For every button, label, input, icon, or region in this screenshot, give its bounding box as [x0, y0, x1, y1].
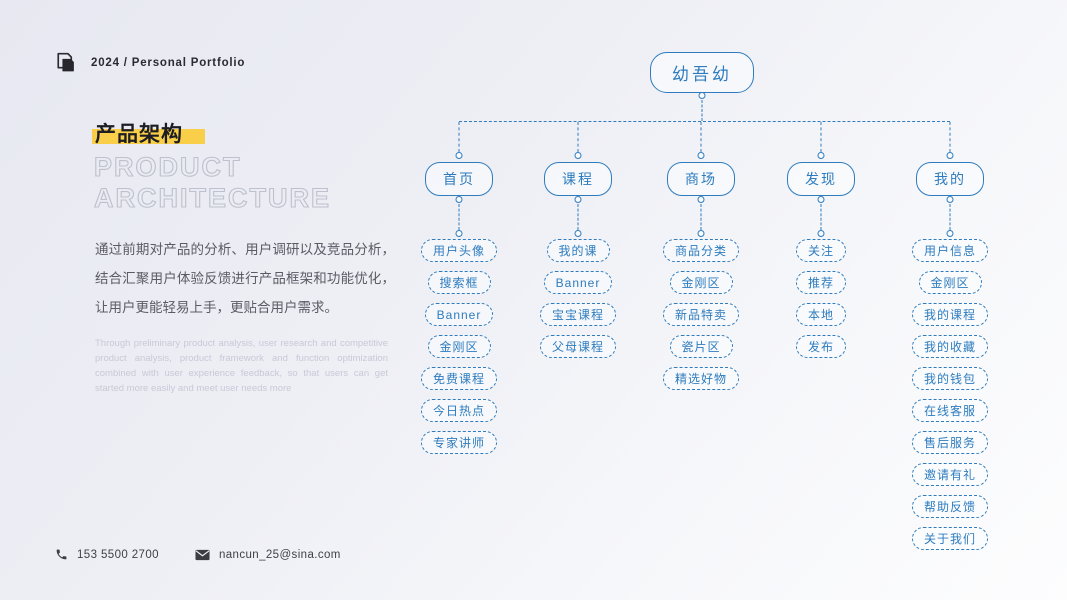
phone-number: 153 5500 2700 [77, 548, 159, 561]
pages-logo-icon [52, 50, 77, 75]
branch-drop-line [949, 122, 951, 152]
feature-pill: 关注 [795, 239, 847, 262]
root-node: 幼吾幼 [650, 52, 754, 93]
branch-children-1: 用户头像搜索框 Banner 金刚区免费课程今日热点专家讲师 [420, 239, 498, 454]
title-en-line1: PRODUCT [93, 151, 242, 182]
connector-dot [697, 230, 705, 237]
feature-pill: 金刚区 [669, 271, 733, 294]
feature-pill: 瓷片区 [669, 335, 733, 358]
feature-pill: 用户头像 [420, 239, 498, 262]
root-connector-line [701, 100, 703, 121]
branch-node-2: 课程 [544, 162, 612, 196]
branch-node-3: 商场 [667, 162, 735, 196]
title-highlight-bar [92, 129, 205, 144]
child-drop-line [820, 204, 822, 230]
feature-pill: 我的课程 [911, 303, 989, 326]
feature-pill: 金刚区 [918, 271, 982, 294]
branch-node-1: 首页 [425, 162, 493, 196]
connector-dot [697, 196, 705, 203]
feature-pill: 免费课程 [420, 367, 498, 390]
branch-children-2: 我的课 Banner 宝宝课程父母课程 [539, 239, 617, 358]
child-drop-line [577, 204, 579, 230]
feature-pill: 售后服务 [911, 431, 989, 454]
connector-dot [697, 152, 705, 159]
connector-dot [946, 152, 954, 159]
branch-drop-line [700, 122, 702, 152]
child-drop-line [700, 204, 702, 230]
connector-dot [455, 152, 463, 159]
section-title: 产品架构 [92, 118, 205, 148]
feature-pill: Banner [424, 303, 494, 326]
title-en-line2: ARCHITECTURE [93, 182, 331, 213]
brand-label: 2024 / Personal Portfolio [91, 56, 246, 69]
branch-children-4: 关注推荐本地发布 [795, 239, 847, 358]
phone-icon [55, 548, 68, 561]
email-address: nancun_25@sina.com [218, 548, 341, 561]
connector-dot [817, 196, 825, 203]
feature-pill: 专家讲师 [420, 431, 498, 454]
connector-dot [817, 230, 825, 237]
feature-pill: 我的钱包 [911, 367, 989, 390]
feature-pill: 本地 [795, 303, 847, 326]
feature-pill: 金刚区 [427, 335, 491, 358]
branch-drop-line [458, 122, 460, 152]
feature-pill: 帮助反馈 [911, 495, 989, 518]
child-drop-line [949, 204, 951, 230]
branch-children-5: 用户信息金刚区我的课程我的收藏我的钱包在线客服售后服务邀请有礼帮助反馈关于我们 [911, 239, 989, 550]
feature-pill: 搜索框 [427, 271, 491, 294]
feature-pill: 宝宝课程 [539, 303, 617, 326]
feature-pill: 父母课程 [539, 335, 617, 358]
connector-dot [946, 230, 954, 237]
feature-pill: 在线客服 [911, 399, 989, 422]
contact-footer: 153 5500 2700 nancun_25@sina.com [55, 548, 341, 561]
connector-dot [698, 92, 706, 99]
title-en: PRODUCT ARCHITECTURE [93, 151, 331, 214]
feature-pill: 我的收藏 [911, 335, 989, 358]
feature-pill: 商品分类 [662, 239, 740, 262]
feature-pill: 邀请有礼 [911, 463, 989, 486]
feature-pill: 我的课 [546, 239, 610, 262]
branch-node-4: 发现 [787, 162, 855, 196]
feature-pill: 用户信息 [911, 239, 989, 262]
brand: 2024 / Personal Portfolio [52, 50, 245, 75]
connector-dot [574, 230, 582, 237]
feature-pill: 关于我们 [911, 527, 989, 550]
branch-drop-line [577, 122, 579, 152]
connector-dot [946, 196, 954, 203]
feature-pill: 精选好物 [662, 367, 740, 390]
feature-pill: 发布 [795, 335, 847, 358]
branch-node-5: 我的 [916, 162, 984, 196]
feature-pill: Banner [543, 271, 613, 294]
child-drop-line [458, 204, 460, 230]
connector-dot [817, 152, 825, 159]
feature-pill: 新品特卖 [662, 303, 740, 326]
connector-dot [574, 152, 582, 159]
trunk-line [459, 121, 950, 122]
description-cn: 通过前期对产品的分析、用户调研以及竞品分析，结合汇聚用户体验反馈进行产品框架和功… [95, 242, 395, 315]
feature-pill: 推荐 [795, 271, 847, 294]
description-en: Through preliminary product analysis, us… [95, 338, 388, 394]
branch-drop-line [820, 122, 822, 152]
title-cn: 产品架构 [95, 123, 183, 146]
connector-dot [455, 230, 463, 237]
feature-pill: 今日热点 [420, 399, 498, 422]
branch-children-3: 商品分类金刚区新品特卖瓷片区精选好物 [662, 239, 740, 390]
email-icon [195, 549, 210, 561]
connector-dot [455, 196, 463, 203]
connector-dot [574, 196, 582, 203]
